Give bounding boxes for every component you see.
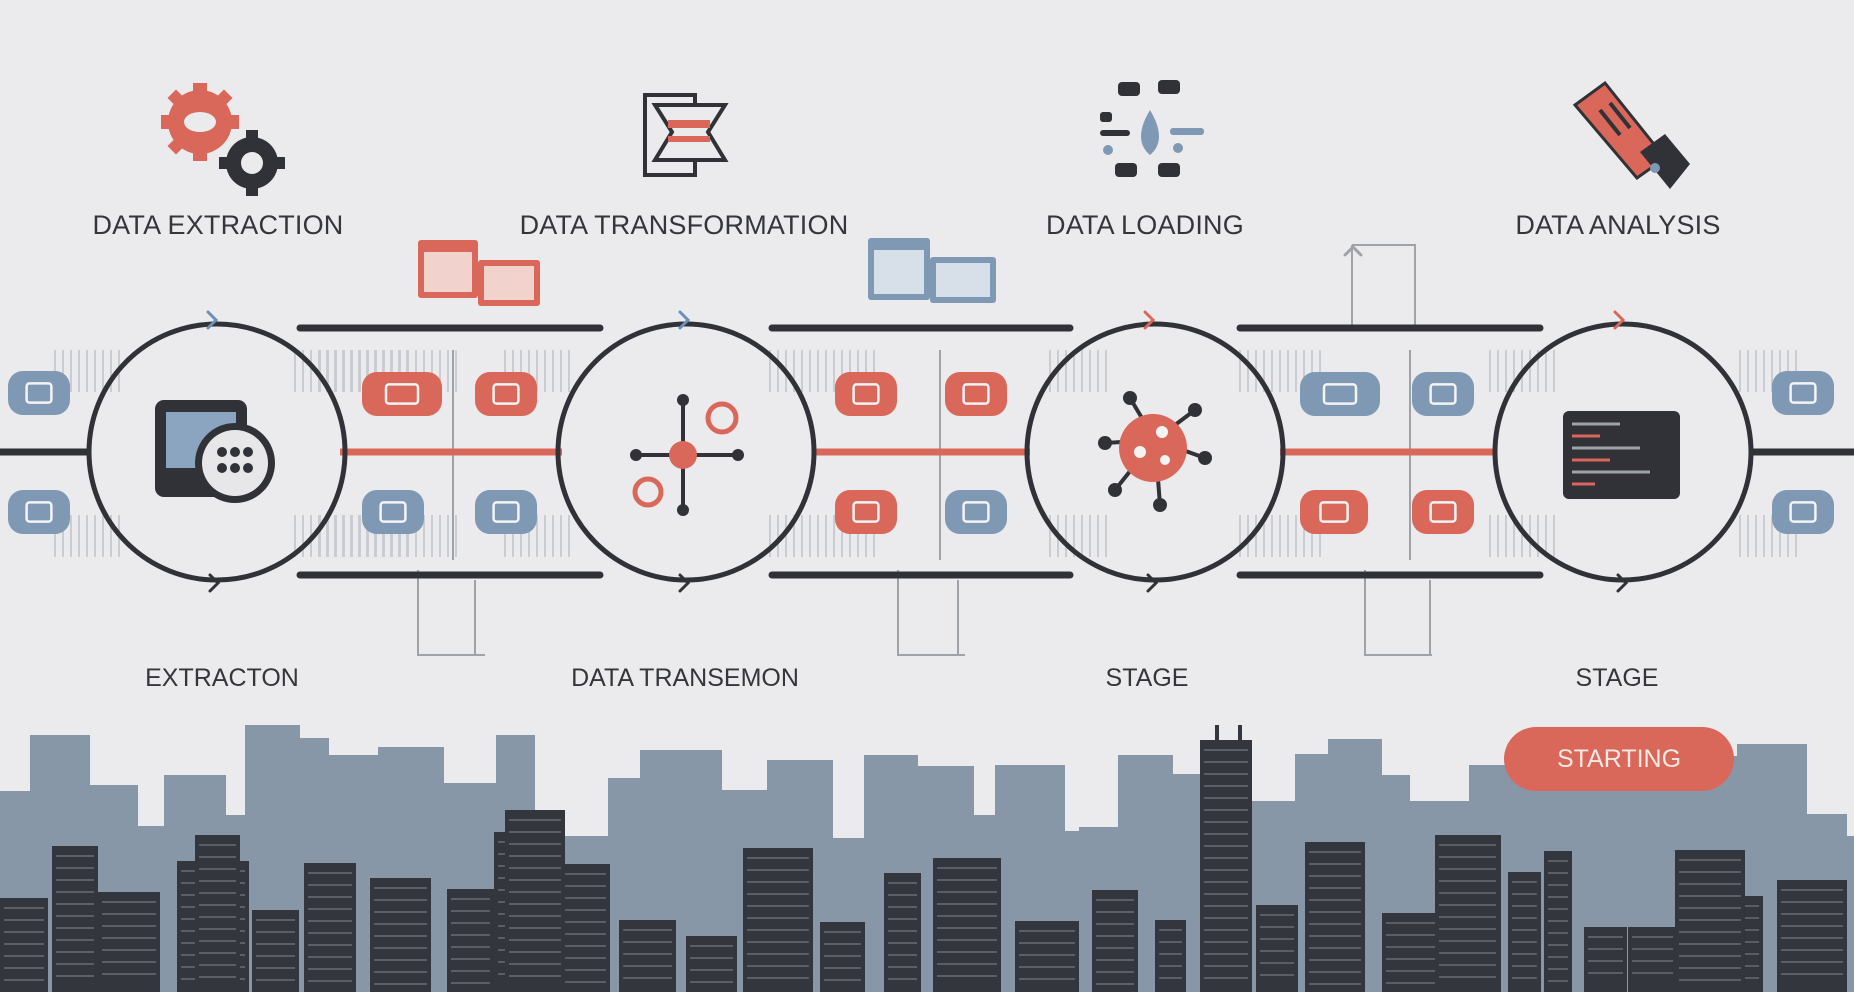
network-molecule-icon [1100, 80, 1204, 177]
red-table-card [418, 240, 540, 306]
badge-icon [1772, 371, 1834, 415]
badge-icon [1772, 490, 1834, 534]
document-frame-icon [643, 93, 729, 177]
stage-subtitle-transformation: DATA TRANSEMON [571, 664, 799, 692]
code-terminal-icon [1563, 411, 1680, 499]
badge-icon [1412, 372, 1474, 416]
stage-title-transformation: DATA TRANSFORMATION [519, 210, 849, 240]
gears-icon [161, 83, 285, 196]
badge-icon [475, 490, 537, 534]
skyline-front [0, 725, 1847, 992]
badge-icon [1412, 490, 1474, 534]
stage-subtitle-extraction: EXTRACTON [145, 664, 299, 692]
badge-icons [8, 371, 1834, 534]
badge-icon [945, 490, 1007, 534]
badge-icon [835, 490, 897, 534]
badge-icon [945, 372, 1007, 416]
badge-icon [362, 372, 442, 416]
node-hub-icon [630, 394, 744, 516]
stage-title-analysis: DATA ANALYSIS [1515, 210, 1721, 240]
hand-device-icon [1572, 80, 1690, 189]
city-skyline [0, 725, 1854, 992]
badge-icon [835, 372, 897, 416]
badge-icon [475, 372, 537, 416]
virus-node-icon [1098, 391, 1212, 512]
starting-button[interactable]: STARTING [1504, 727, 1734, 791]
badge-icon [8, 371, 70, 415]
badge-icon [8, 490, 70, 534]
database-screen-icon [155, 400, 275, 503]
stage-subtitle-loading: STAGE [1105, 664, 1189, 692]
arrow-chevrons [206, 244, 1629, 593]
badge-icon [362, 490, 424, 534]
stage-subtitle-analysis: STAGE [1575, 664, 1659, 692]
pipeline-lines [0, 324, 1854, 579]
stage-title-loading: DATA LOADING [1046, 210, 1244, 240]
blue-table-card [868, 238, 996, 303]
stage-title-extraction: DATA EXTRACTION [92, 210, 344, 240]
badge-icon [1300, 490, 1368, 534]
badge-icon [1300, 372, 1380, 416]
